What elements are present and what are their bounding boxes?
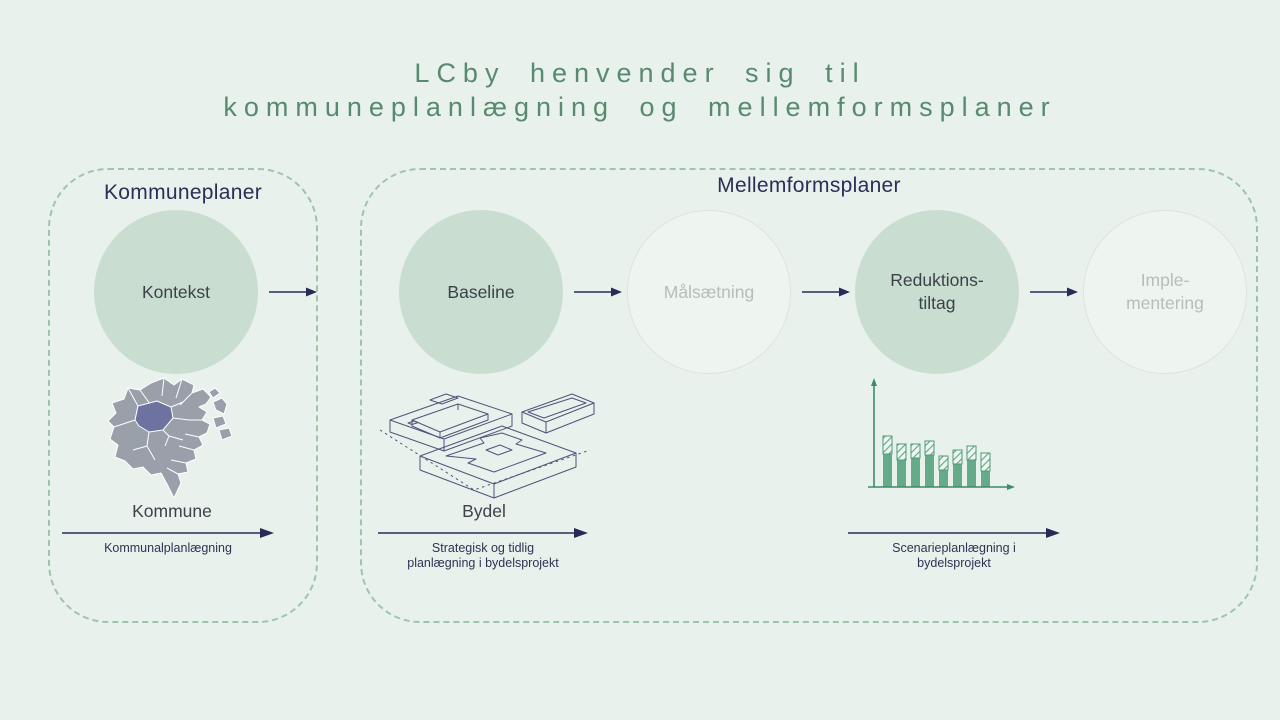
kommune-label: Kommune [132,501,212,521]
step-circle-kontekst: Kontekst [94,210,258,374]
step-label-implementering-line2: mentering [1126,293,1204,313]
reduction-bar-chart-icon [866,377,1016,498]
kommune-map-icon [105,376,237,507]
step-label-implementering-line1: Imple- [1140,270,1190,290]
scenario-planning-caption: Scenarieplanlægning i bydelsprojekt [838,541,1070,571]
step-circle-maalsaetning: Målsætning [627,210,791,374]
bydel-label: Bydel [462,501,506,521]
kommunalplanlaegning-arrow-icon [62,528,274,538]
step-label-reduktionstiltag-line1: Reduktions- [890,270,984,290]
step-circle-baseline: Baseline [399,210,563,374]
page-title-line2: kommuneplanlægning og mellemformsplaner [223,92,1057,122]
page-title: LCby henvender sig til kommuneplanlægnin… [0,56,1280,124]
mellemformsplaner-heading: Mellemformsplaner [717,174,901,197]
arrow-right-icon [802,287,850,297]
scenario-planning-caption-line1: Scenarieplanlægning i [892,541,1016,555]
arrow-right-icon [1030,287,1078,297]
scenario-planning-caption-line2: bydelsprojekt [917,556,991,570]
bydel-planning-caption: Strategisk og tidlig planlægning i bydel… [368,541,598,571]
mellemformsplaner-group-box [360,168,1258,623]
kommuneplaner-heading: Kommuneplaner [104,181,262,204]
step-circle-reduktionstiltag: Reduktions- tiltag [855,210,1019,374]
kommunalplanlaegning-caption: Kommunalplanlægning [58,541,278,556]
kommunalplanlaegning-caption-text: Kommunalplanlægning [104,541,232,555]
bydel-planning-caption-line1: Strategisk og tidlig [431,541,535,555]
step-circle-implementering: Imple- mentering [1083,210,1247,374]
arrow-right-icon [574,287,622,297]
kommuneplaner-group-box [48,168,318,623]
bydel-planning-caption-line2: planlægning i bydelsprojekt [407,556,559,570]
arrow-right-icon [269,287,317,297]
step-label-maalsaetning: Målsætning [663,281,755,302]
page-title-line1: LCby henvender sig til [414,58,866,88]
scenario-planning-arrow-icon [848,528,1060,538]
step-label-baseline: Baseline [447,281,515,302]
step-label-kontekst: Kontekst [141,281,211,302]
step-label-reduktionstiltag-line2: tiltag [918,293,956,313]
bydel-planning-arrow-icon [378,528,588,538]
bydel-blocks-icon [374,376,596,513]
